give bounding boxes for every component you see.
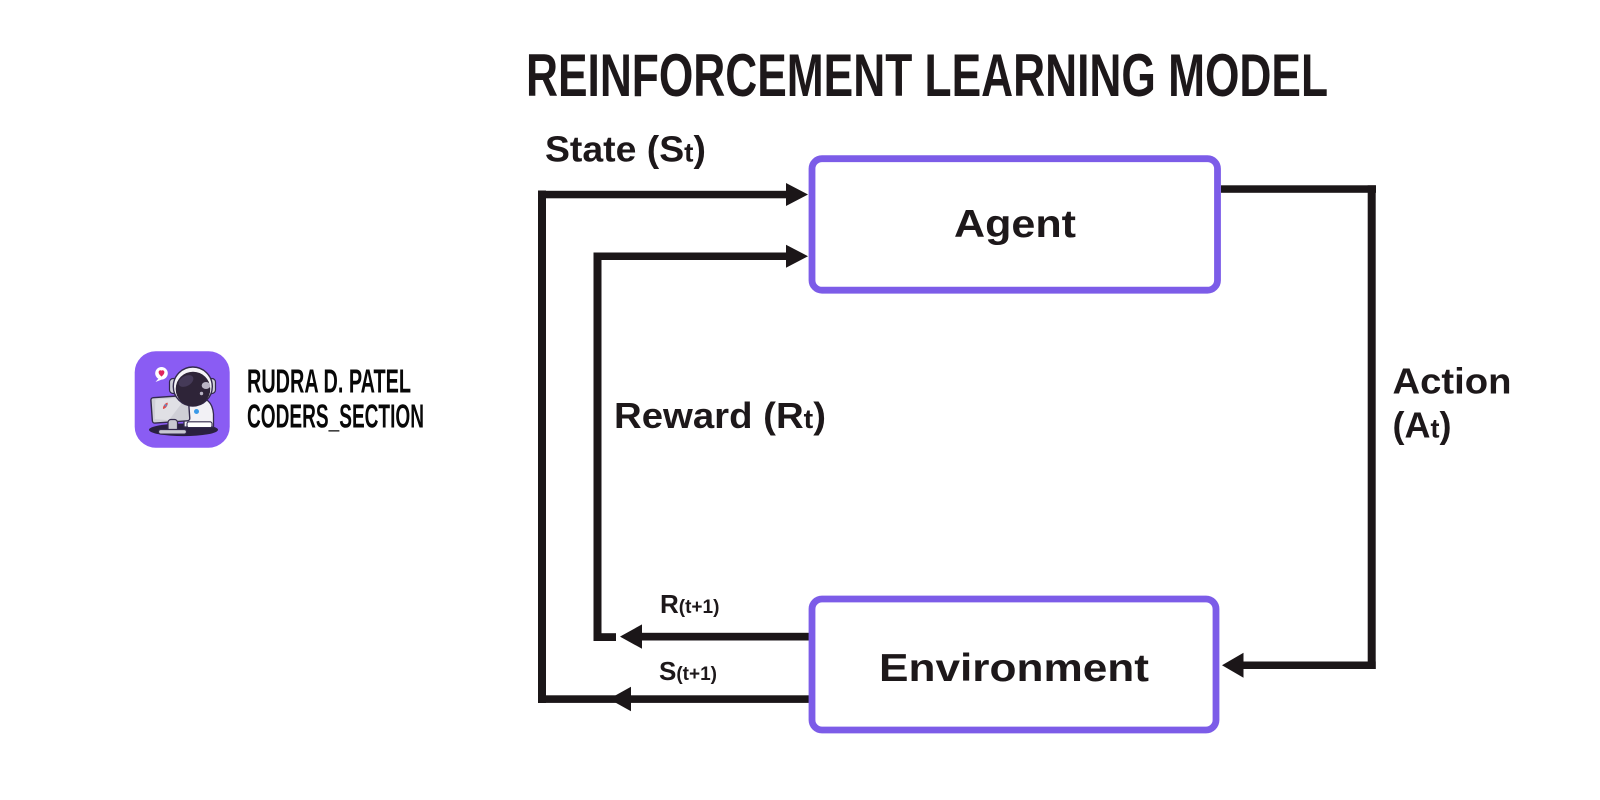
svg-text:Action: Action bbox=[1393, 361, 1512, 402]
svg-text:Environment: Environment bbox=[879, 647, 1149, 690]
svg-text:Reward (Rt): Reward (Rt) bbox=[614, 395, 826, 436]
svg-text:RUDRA D. PATEL: RUDRA D. PATEL bbox=[247, 363, 411, 400]
svg-text:CODERS_SECTION: CODERS_SECTION bbox=[247, 398, 424, 435]
svg-text:S(t+1): S(t+1) bbox=[659, 656, 717, 686]
svg-text:(At): (At) bbox=[1393, 405, 1452, 446]
svg-text:Agent: Agent bbox=[954, 203, 1076, 246]
svg-text:State (St): State (St) bbox=[545, 129, 706, 170]
svg-text:REINFORCEMENT LEARNING MODEL: REINFORCEMENT LEARNING MODEL bbox=[526, 42, 1328, 109]
